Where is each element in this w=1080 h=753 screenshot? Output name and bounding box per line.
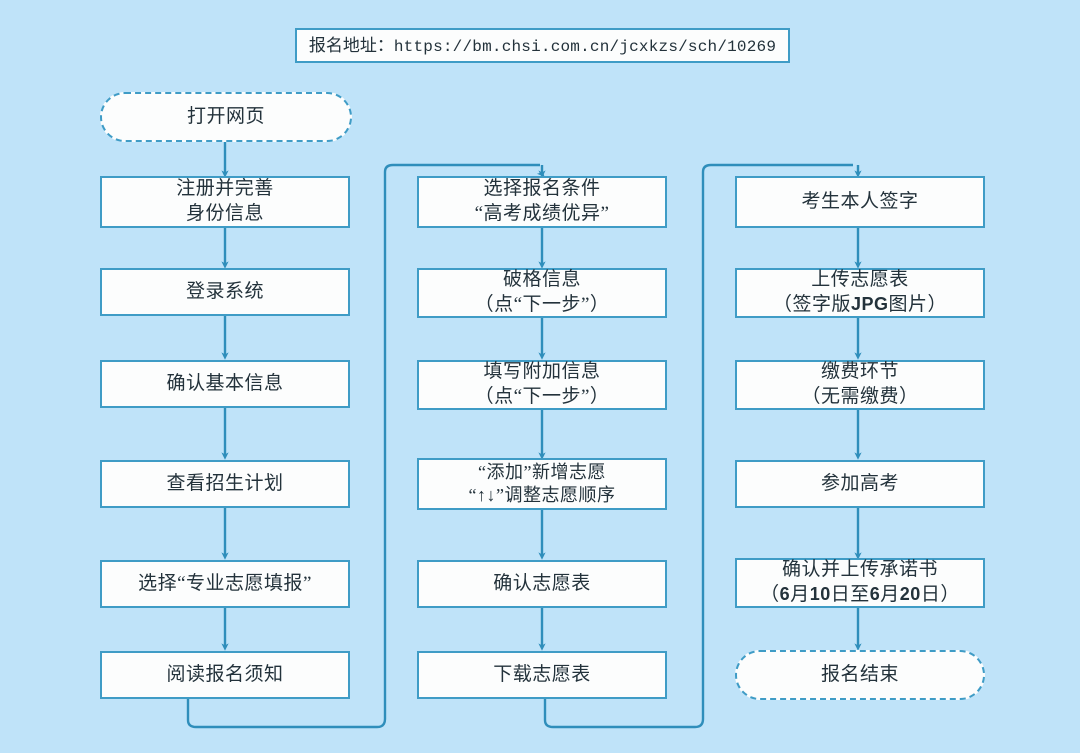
node-label-line-1: 破格信息 bbox=[502, 269, 581, 291]
node-label: 考生本人签字 bbox=[801, 191, 919, 213]
node-label-line-1: 注册并完善 bbox=[176, 178, 274, 200]
node-select-major-application[interactable]: 选择“专业志愿填报” bbox=[100, 560, 350, 608]
node-label-line-1: 上传志愿表 bbox=[811, 269, 909, 291]
node-label-line-2: “高考成绩优异” bbox=[474, 203, 610, 224]
node-label: 阅读报名须知 bbox=[166, 664, 284, 686]
node-select-eligibility[interactable]: 选择报名条件 “高考成绩优异” bbox=[417, 176, 667, 228]
node-label-line-1: 缴费环节 bbox=[820, 361, 899, 383]
registration-url-value: https://bm.chsi.com.cn/jcxkzs/sch/10269 bbox=[393, 37, 777, 56]
node-label: 登录系统 bbox=[185, 281, 264, 303]
node-exceptional-info[interactable]: 破格信息 （点“下一步”） bbox=[417, 268, 667, 318]
node-login-system[interactable]: 登录系统 bbox=[100, 268, 350, 316]
node-label: 参加高考 bbox=[820, 473, 899, 495]
node-label-line-1: 填写附加信息 bbox=[483, 361, 601, 383]
node-label-line-2: （6月10日至6月20日） bbox=[760, 584, 960, 605]
node-application-end[interactable]: 报名结束 bbox=[735, 650, 985, 700]
registration-url-banner: 报名地址：https://bm.chsi.com.cn/jcxkzs/sch/1… bbox=[295, 28, 790, 63]
node-label: 打开网页 bbox=[186, 106, 265, 128]
node-label-line-2: （签字版JPG图片） bbox=[772, 294, 948, 315]
node-view-enrollment-plan[interactable]: 查看招生计划 bbox=[100, 460, 350, 508]
node-fill-additional-info[interactable]: 填写附加信息 （点“下一步”） bbox=[417, 360, 667, 410]
node-download-choice-form[interactable]: 下载志愿表 bbox=[417, 651, 667, 699]
registration-url-text: 报名地址：https://bm.chsi.com.cn/jcxkzs/sch/1… bbox=[309, 35, 776, 57]
node-label-line-1: 选择报名条件 bbox=[483, 178, 601, 200]
registration-url-label: 报名地址： bbox=[308, 35, 394, 55]
node-label-line-2: （点“下一步”） bbox=[474, 294, 610, 315]
node-payment-step[interactable]: 缴费环节 （无需缴费） bbox=[735, 360, 985, 410]
node-label-line-2: （点“下一步”） bbox=[474, 386, 610, 407]
node-label-line-1: 确认并上传承诺书 bbox=[781, 559, 938, 581]
node-confirm-upload-commitment[interactable]: 确认并上传承诺书 （6月10日至6月20日） bbox=[735, 558, 985, 608]
node-confirm-basic-info[interactable]: 确认基本信息 bbox=[100, 360, 350, 408]
node-label-line-2: “↑↓”调整志愿顺序 bbox=[468, 485, 616, 505]
node-label: 选择“专业志愿填报” bbox=[138, 573, 312, 595]
node-label: 下载志愿表 bbox=[493, 664, 591, 686]
node-open-webpage[interactable]: 打开网页 bbox=[100, 92, 352, 142]
node-label: 查看招生计划 bbox=[166, 473, 284, 495]
node-label: 报名结束 bbox=[820, 664, 899, 686]
node-candidate-signature[interactable]: 考生本人签字 bbox=[735, 176, 985, 228]
node-label: 确认基本信息 bbox=[166, 373, 284, 395]
node-label-line-2: （无需缴费） bbox=[801, 386, 919, 407]
node-confirm-choice-form[interactable]: 确认志愿表 bbox=[417, 560, 667, 608]
node-label-line-2: 身份信息 bbox=[185, 203, 264, 224]
node-take-gaokao[interactable]: 参加高考 bbox=[735, 460, 985, 508]
node-read-application-notice[interactable]: 阅读报名须知 bbox=[100, 651, 350, 699]
node-register-identity[interactable]: 注册并完善 身份信息 bbox=[100, 176, 350, 228]
node-label-line-1: “添加”新增志愿 bbox=[478, 461, 606, 482]
node-add-adjust-choices[interactable]: “添加”新增志愿 “↑↓”调整志愿顺序 bbox=[417, 458, 667, 510]
node-upload-choice-form[interactable]: 上传志愿表 （签字版JPG图片） bbox=[735, 268, 985, 318]
node-label: 确认志愿表 bbox=[493, 573, 591, 595]
